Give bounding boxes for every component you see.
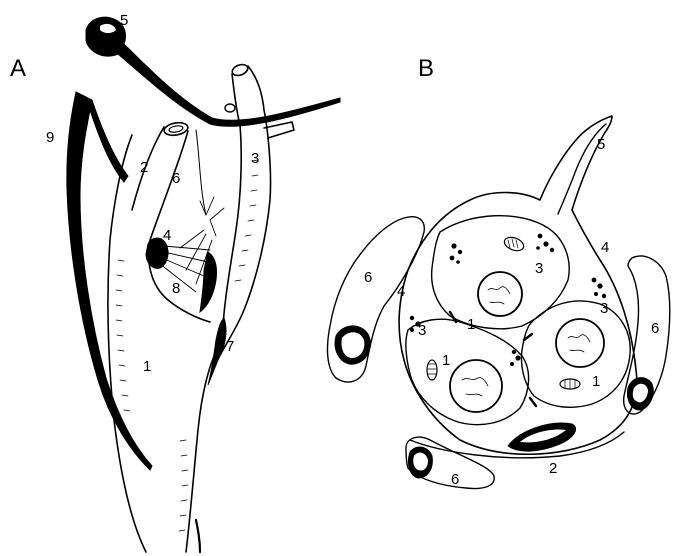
label-b-6-left: 6 (364, 269, 372, 286)
label-a-5: 5 (120, 12, 128, 29)
cell-8-fibers (160, 246, 210, 292)
label-a-1: 1 (143, 358, 151, 375)
vessel-3-small-opening (225, 104, 235, 112)
label-b-3-right: 3 (600, 300, 608, 317)
label-b-5: 5 (597, 136, 605, 153)
panel-a-label: A (10, 55, 26, 82)
vessel-1-left-wall (108, 135, 146, 552)
panel-b-label: B (418, 55, 434, 82)
vessel-3-opening (231, 63, 249, 78)
label-a-9: 9 (46, 129, 54, 146)
label-b-1-top: 1 (467, 316, 475, 333)
mitochondrion-top (503, 235, 526, 253)
panel-a-drawing: A 5 9 2 6 3 4 8 7 1 (10, 12, 340, 552)
label-b-1-left: 1 (442, 352, 450, 369)
label-b-4-left: 4 (397, 283, 405, 300)
cell-9-process (67, 92, 152, 470)
label-a-6: 6 (172, 170, 180, 187)
vessel-3-left-wall (222, 74, 241, 340)
label-a-7: 7 (226, 338, 234, 355)
cell-7-tail (196, 520, 200, 552)
nucleus-right (556, 319, 604, 367)
vessel-wall-hatching (116, 160, 258, 531)
label-a-2: 2 (140, 159, 148, 176)
panel-b-drawing: B 5 4 3 6 4 3 1 3 6 1 1 2 6 (328, 55, 670, 489)
label-a-4: 4 (163, 227, 171, 244)
nerve-terminal-branches (180, 197, 224, 284)
cell-5-body (86, 17, 340, 126)
cell-7-body (208, 318, 226, 385)
label-b-6-bottom: 6 (451, 471, 459, 488)
label-a-8: 8 (172, 280, 180, 297)
label-b-4-right: 4 (601, 239, 609, 256)
nucleus-left (450, 360, 502, 412)
label-b-3-top: 3 (535, 260, 543, 277)
label-b-1-right: 1 (592, 373, 600, 390)
label-a-3: 3 (251, 150, 259, 167)
mitochondrion-left (427, 360, 437, 380)
granule-cluster-right (592, 278, 607, 299)
vessel-1-right-wall (186, 340, 222, 552)
label-b-3-left: 3 (418, 322, 426, 339)
label-b-6-right: 6 (651, 320, 659, 337)
nucleus-top (478, 272, 522, 316)
label-b-2: 2 (549, 460, 557, 477)
